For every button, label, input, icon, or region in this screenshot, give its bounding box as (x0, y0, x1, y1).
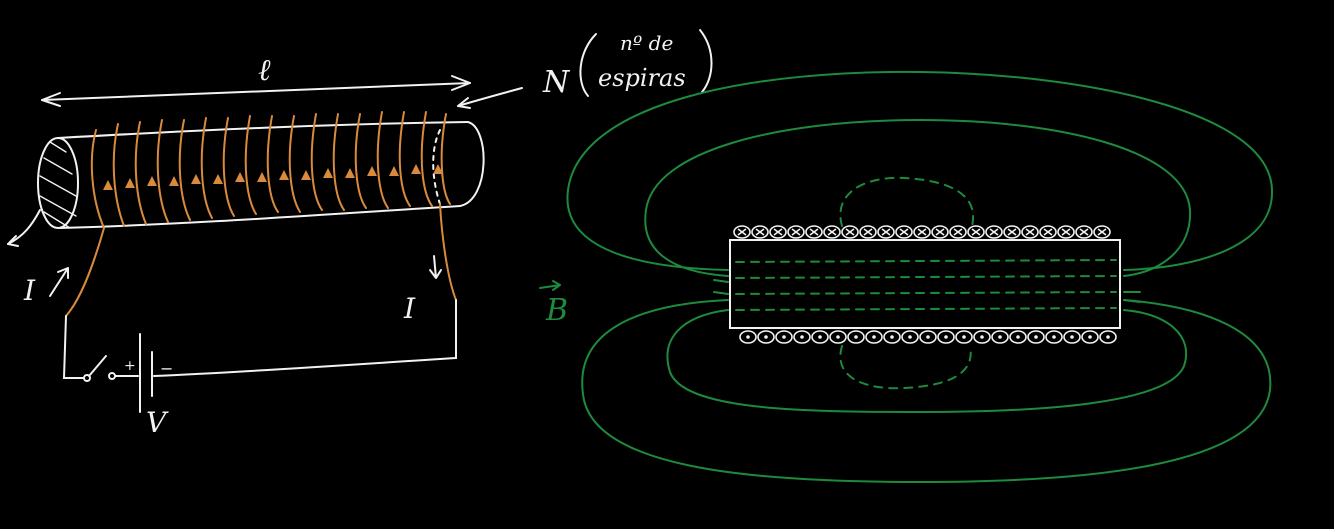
circuit (49, 255, 457, 413)
wires-out-of-page (739, 330, 1117, 344)
turns-note-line1: nº de (620, 31, 673, 55)
wire-dots (746, 335, 1110, 339)
field-loop-top-inner (644, 118, 1192, 277)
interior-line-4 (735, 307, 1117, 311)
coil-windings (65, 111, 457, 317)
switch-contact-1 (83, 374, 91, 382)
turns-symbol: N (542, 65, 571, 100)
length-label: ℓ (258, 53, 271, 88)
voltage-label: V (146, 406, 169, 439)
cylinder-core (7, 121, 485, 247)
field-lines (566, 70, 1274, 484)
solenoid-cross-section (729, 239, 1121, 329)
solenoid-sketch: ℓ (7, 29, 713, 439)
length-arrow (41, 75, 471, 107)
turns-note-line2: espiras (598, 64, 686, 92)
left-wire (62, 315, 85, 379)
interior-line-2 (735, 275, 1117, 279)
winding-current-arrows (103, 164, 443, 190)
switch-blade (88, 355, 107, 377)
close-paren (699, 29, 713, 93)
battery-minus: − (160, 359, 173, 378)
wires-into-page (733, 225, 1111, 239)
current-label-right: I (403, 292, 416, 325)
field-loop-top-outer (566, 70, 1274, 271)
field-label: B (545, 293, 568, 328)
turns-annotation: N nº de espiras (457, 29, 713, 109)
dashed-loop-top (839, 176, 975, 227)
field-loop-bottom-outer (581, 299, 1272, 484)
battery-plus: + (124, 358, 136, 374)
field-lines-dashed (735, 176, 1117, 390)
field-vector-arrow (539, 280, 561, 291)
interior-line-1 (735, 259, 1117, 263)
open-paren (579, 33, 597, 97)
current-label-left: I (23, 274, 36, 307)
right-wire (153, 299, 457, 377)
dashed-loop-bottom (839, 345, 972, 390)
interior-line-3 (735, 291, 1117, 295)
field-loop-bottom-inner (666, 309, 1187, 414)
field-diagram: B (539, 70, 1274, 484)
